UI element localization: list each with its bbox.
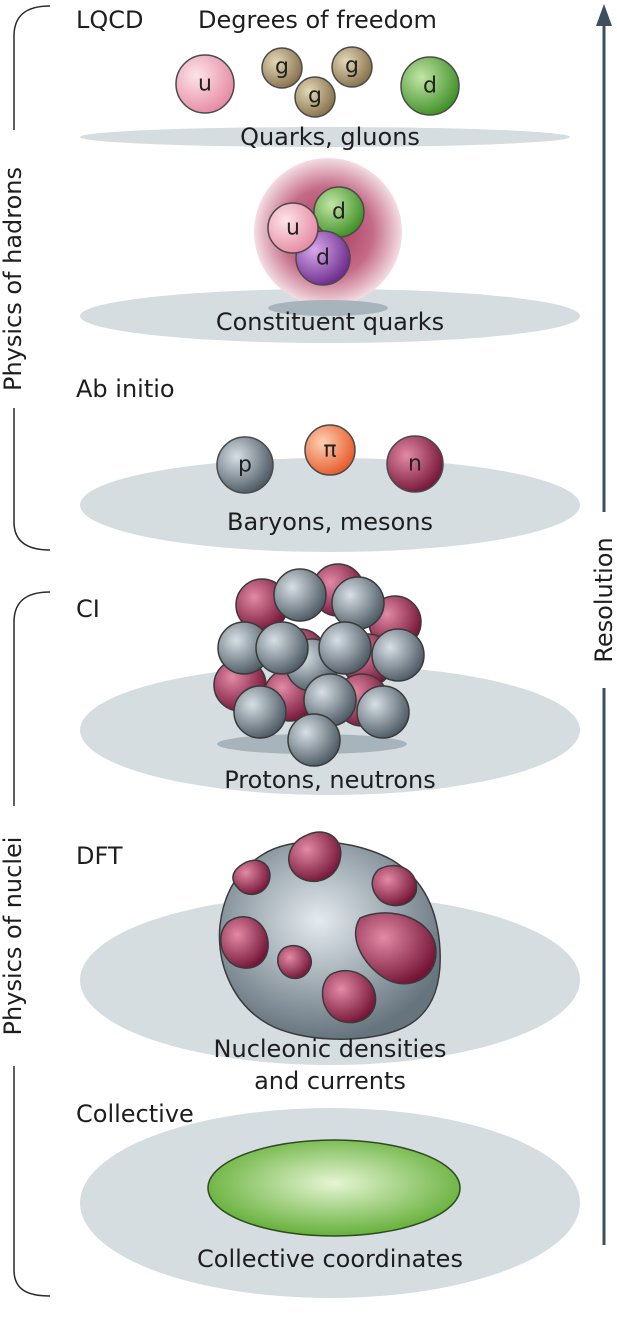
method-label-dft: DFT [76,842,123,870]
proton [287,713,341,767]
bracket-nuclei-label: Physics of nuclei [0,837,27,1036]
down-quark-label: d [423,74,437,99]
density-lobe [277,945,313,980]
density-lobe [287,831,342,883]
gluon [331,46,373,88]
nucleus-cluster [213,563,425,767]
down-quark [400,56,460,116]
disc-baryons-mesons [80,458,580,552]
density-lobe [354,912,437,985]
density-lobe [321,969,377,1024]
up-quark [267,202,319,254]
proton [273,568,327,622]
method-label-collective: Collective [76,1100,194,1128]
caption-collective-coordinates: Collective coordinates [197,1245,463,1273]
resolution-arrowhead [596,4,612,26]
proton [371,628,425,682]
up-quark-label: u [198,72,212,97]
gluon [294,76,336,118]
nucleonic-density-blob [218,831,441,1040]
bracket-hadrons-label: Physics of hadrons [0,167,27,391]
bracket-nuclei-top [13,591,51,806]
density-lobe [371,864,418,907]
page-title: Degrees of freedom [198,6,437,34]
caption-protons-neutrons: Protons, neutrons [224,766,435,794]
up-quark-label: u [286,216,300,241]
gluon [261,47,303,89]
pion [304,424,356,476]
caption-nucleonic-densities-line2: and currents [254,1067,406,1095]
gluon-label: g [308,84,322,109]
caption-quarks-gluons: Quarks, gluons [240,123,420,151]
method-label-lqcd: LQCD [76,6,144,34]
bracket-nuclei [13,591,51,1297]
gluon-label: g [275,55,289,80]
caption-constituent-quarks: Constituent quarks [216,308,444,336]
density-lobe [220,916,269,969]
neutron-label: n [408,452,422,477]
disc-constituent-quarks [80,289,580,343]
resolution-arrow [596,4,612,1245]
pion-label: π [323,438,336,463]
down-quark-label: d [316,246,330,271]
down-quark-label: d [332,200,346,225]
method-label-ab-initio: Ab initio [76,375,175,403]
constituent-quarks-nucleon: d d u [254,158,402,316]
proton [216,436,274,494]
nucleon-shadow [268,300,388,316]
bracket-hadrons-top [13,5,51,130]
proton [233,685,287,739]
resolution-label: Resolution [590,537,617,662]
gluon-label: g [345,54,359,79]
caption-nucleonic-densities-line1: Nucleonic densities [214,1035,447,1063]
proton [356,685,410,739]
bracket-hadrons [13,5,51,551]
density-lobe [232,859,271,896]
disc-quarks-gluons [80,127,570,147]
bracket-hadrons-bottom [13,408,51,551]
bracket-nuclei-bottom [13,1066,51,1297]
proton [331,576,385,630]
method-label-ci: CI [76,595,100,623]
proton [318,621,372,675]
free-quarks-gluons: u g g g d [175,46,460,118]
proton-label: p [238,453,252,478]
hadrons: p π n [216,424,444,494]
up-quark [175,54,235,114]
caption-baryons-mesons: Baryons, mesons [227,508,433,536]
collective-shape [207,1139,461,1237]
proton [255,621,309,675]
neutron [386,435,444,493]
